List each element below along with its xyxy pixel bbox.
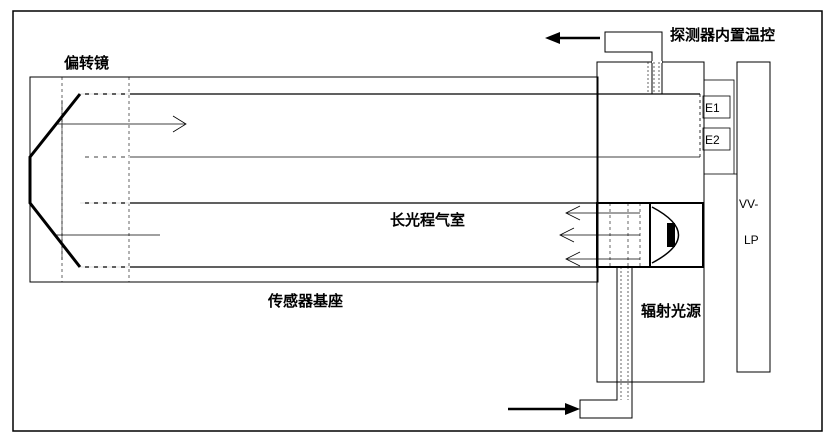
temp-control-pipe xyxy=(604,31,663,94)
emit-arrow-1-head xyxy=(565,205,581,221)
detector-e1-box xyxy=(702,95,731,119)
outer-frame xyxy=(12,10,823,432)
outlet-arrow-head xyxy=(545,32,560,44)
inlet-arrow-head xyxy=(565,403,580,415)
deflector-mirror xyxy=(28,93,82,268)
board-lp-label: LP xyxy=(744,233,759,247)
radiation-source-label: 辐射光源 xyxy=(641,302,701,320)
emit-arrow-3-head xyxy=(565,251,581,267)
sensor-base-housing xyxy=(29,76,599,283)
board-vv-label: VV- xyxy=(739,197,758,211)
detector-e2-label: E2 xyxy=(705,133,720,147)
sensor-base-label: 传感器基座 xyxy=(267,292,343,310)
board-housing xyxy=(703,79,735,175)
detector-temp-control-label: 探测器内置温控 xyxy=(670,26,775,44)
detector-e2-box xyxy=(702,127,731,151)
lamp-housing xyxy=(649,202,704,268)
long-path-chamber-label: 长光程气室 xyxy=(390,211,465,229)
deflector-mirror-label: 偏转镜 xyxy=(64,54,109,72)
lamp-reflector xyxy=(651,206,680,264)
detector-e1-label: E1 xyxy=(705,101,720,115)
vv-lp-board xyxy=(736,61,771,373)
beam-upper-arrowhead xyxy=(172,115,187,133)
inlet-pipe xyxy=(579,267,633,419)
emit-arrow-2-head xyxy=(559,227,575,243)
lamp-filament xyxy=(667,223,675,247)
